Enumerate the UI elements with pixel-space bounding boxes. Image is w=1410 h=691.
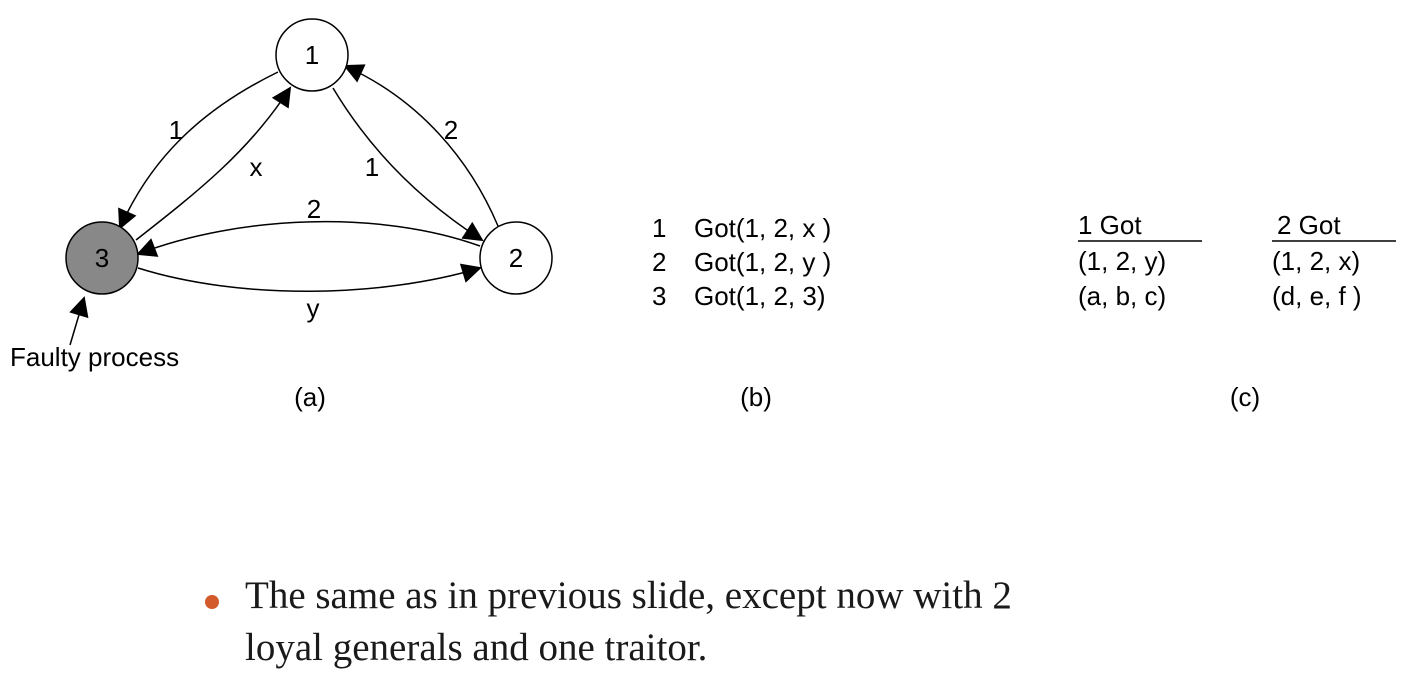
panel-c-col-2-row-1: (1, 2, x) (1272, 246, 1360, 276)
node-3-circle (65, 221, 139, 295)
panel-c-col-1-header: 1 Got (1078, 210, 1142, 240)
panel-b-row-1-num: 1 (652, 213, 666, 243)
panel-b-row-3-num: 3 (652, 281, 666, 311)
panel-b-row-3-text: Got(1, 2, 3) (694, 281, 826, 311)
slide-bullet-list: The same as in previous slide, except no… (0, 560, 1410, 691)
panel-c-col-1-row-1: (1, 2, y) (1078, 246, 1166, 276)
bullet-line-2: loyal generals and one traitor. (245, 626, 708, 669)
faulty-process-label: Faulty process (10, 342, 179, 372)
byzantine-generals-diagram: 1 2 3 1 x 1 2 2 y Faulty process (a) (b)… (10, 18, 1396, 412)
panel-c-col-1-row-2: (a, b, c) (1078, 281, 1166, 311)
node-3-label: 3 (95, 243, 109, 273)
edge-2-to-3-label: 2 (307, 194, 321, 224)
caption-c: (c) (1230, 382, 1260, 412)
panel-c-col-2-row-2: (d, e, f ) (1272, 281, 1362, 311)
bullet-dot-icon (205, 595, 219, 609)
panel-b-row-2-num: 2 (652, 247, 666, 277)
edge-2-to-1 (343, 64, 499, 227)
edge-3-to-1-label: x (250, 152, 263, 182)
panel-c-table: 1 Got (1, 2, y) (a, b, c) 2 Got (1, 2, x… (1078, 210, 1396, 311)
edge-2-to-1-label: 2 (444, 115, 458, 145)
caption-a: (a) (294, 382, 326, 412)
edge-3-to-1 (135, 86, 292, 241)
node-1-label: 1 (305, 40, 319, 70)
panel-b-row-1-text: Got(1, 2, x ) (694, 213, 831, 243)
node-1-circle (275, 18, 349, 92)
panel-c-col-2-header: 2 Got (1277, 210, 1341, 240)
edge-1-to-2 (332, 87, 484, 242)
caption-b: (b) (740, 382, 772, 412)
node-2-label: 2 (509, 243, 523, 273)
faulty-pointer-arrow (69, 296, 89, 346)
edge-1-to-3-label: 1 (169, 115, 183, 145)
bullet-line-1: The same as in previous slide, except no… (245, 574, 1012, 617)
panel-b-table: 1 Got(1, 2, x ) 2 Got(1, 2, y ) 3 Got(1,… (652, 213, 831, 311)
bullet-item: The same as in previous slide, except no… (245, 570, 1245, 674)
node-2-circle (479, 221, 553, 295)
edge-2-to-3 (136, 220, 481, 257)
edge-1-to-3 (118, 71, 279, 230)
edge-3-to-2-label: y (307, 293, 320, 323)
edge-1-to-2-label: 1 (365, 152, 379, 182)
edge-3-to-2 (137, 263, 482, 292)
panel-b-row-2-text: Got(1, 2, y ) (694, 247, 831, 277)
